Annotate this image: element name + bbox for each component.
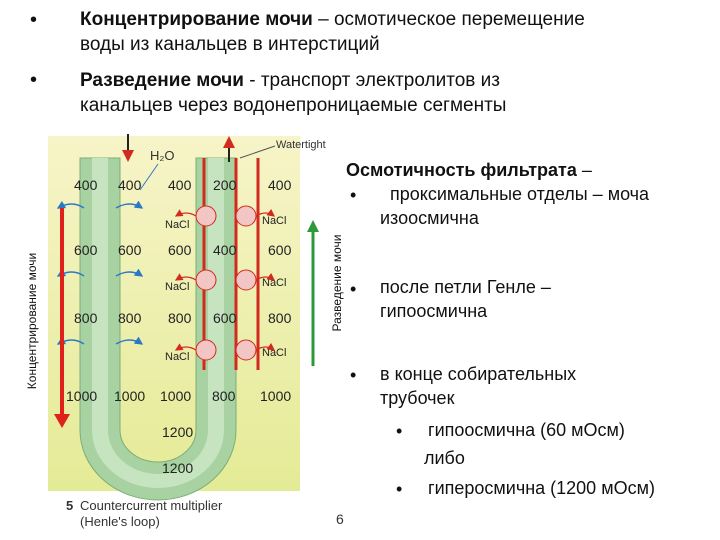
bullet-dot: • [350,279,357,299]
dilution-arrow-head [307,220,319,232]
nacl-arrow [174,209,197,217]
value-row-1: 400 400 400 200 400 [74,177,292,193]
water-arrow [115,336,144,345]
value-cell: 800 [118,310,142,326]
value-cell: 200 [213,177,237,193]
nacl-label: NaCl [165,351,189,363]
value-cell: 800 [74,310,98,326]
value-cell: 800 [212,388,236,404]
bullet-1-text: – осмотическое перемещение [312,9,585,30]
sub-connector: либо [424,448,465,468]
term-concentration: Концентрирование мочи [80,9,313,30]
value-cell: 600 [213,310,237,326]
nacl-pump [195,269,217,291]
nacl-arrow [255,272,276,281]
value-cell: 400 [168,177,192,193]
item-3-line-1: в конце собирательных [380,364,577,384]
item-1-line-2: изоосмична [380,208,479,228]
item-2-line-1: после петли Генле – [380,277,551,297]
bullet-2-text-2: канальцев через водонепроницаемые сегмен… [80,95,507,116]
bullet-dot: • [30,9,38,31]
sub-item-2: гиперосмична (1200 мОсм) [428,478,655,498]
nacl-label: NaCl [165,281,189,293]
nacl-label: NaCl [262,277,286,289]
nacl-arrow [255,342,276,351]
h2o-label: H₂O [150,148,175,163]
caption-number: 5 [66,498,73,513]
watertight-label: Watertight [276,139,326,151]
bullet-dot: • [350,185,357,205]
value-row-4: 1000 1000 1000 800 1000 [66,388,291,404]
right-item-2: после петли Генле – гипоосмична [380,275,716,323]
bullet-dot: • [350,365,357,385]
nacl-pump [195,339,217,361]
header-bullet-2: Разведение мочи - транспорт электролитов… [80,68,710,118]
value-cell: 1000 [260,388,291,404]
caption-line-1: Countercurrent multiplier [80,498,223,513]
value-cell: 600 [268,242,292,258]
right-item-1: проксимальные отделы – моча изоосмична [380,182,716,230]
value-row-2: 600 600 600 400 600 [74,242,292,258]
h2o-pointer [139,163,159,191]
value-cell: 600 [74,242,98,258]
water-arrow [115,200,144,209]
bottom-value: 1200 [162,460,193,476]
value-cell: 600 [168,242,192,258]
water-arrow [115,268,144,277]
bullet-dot: • [396,479,403,499]
value-cell: 1000 [160,388,191,404]
item-3-line-2: трубочек [380,388,455,408]
bullet-dot: • [30,69,38,91]
nacl-label: NaCl [262,215,286,227]
header-bullet-1: Концентрирование мочи – осмотическое пер… [80,7,700,57]
value-cell: 1000 [114,388,145,404]
value-cell: 800 [168,310,192,326]
countercurrent-diagram: H₂O Watertight 400 400 400 200 400 600 6… [48,134,344,529]
value-cell: 400 [74,177,98,193]
page-number: 6 [336,511,344,527]
nacl-label: NaCl [165,219,189,231]
nacl-arrow [174,273,197,281]
value-cell: 400 [268,177,292,193]
osmolality-title-suffix: – [576,160,592,180]
watertight-pointer [239,145,276,159]
henle-loop-outer [79,157,237,501]
water-arrow [56,200,85,209]
value-row-3: 800 800 800 600 800 [74,310,292,326]
osmolality-title-text: Осмотичность фильтрата [346,160,577,180]
sub-item-1: гипоосмична (60 мОсм) [428,420,625,440]
nacl-pump [235,269,257,291]
bottom-value: 1200 [162,424,193,440]
bullet-2-text: - транспорт электролитов из [243,70,500,91]
caption-line-2: (Henle's loop) [80,514,160,529]
bullet-1-text-2: воды из канальцев в интерстиций [80,34,380,55]
nacl-pump [235,339,257,361]
concentration-arrow-head [54,414,70,428]
value-cell: 600 [118,242,142,258]
nacl-arrow [174,343,197,351]
nacl-pump [195,205,217,227]
value-cell: 400 [213,242,237,258]
bullet-dot: • [396,421,403,441]
item-1-line-1: проксимальные отделы – моча [390,184,650,204]
nacl-label: NaCl [262,347,286,359]
value-cell: 800 [268,310,292,326]
item-2-line-2: гипоосмична [380,301,488,321]
term-dilution: Разведение мочи [80,70,244,91]
osmolality-title: Осмотичность фильтрата – [346,158,716,182]
value-cell: 400 [118,177,142,193]
right-item-3: в конце собирательных трубочек [380,362,716,410]
henle-loop-lumen [92,158,224,488]
right-panel: Осмотичность фильтрата – [346,158,716,182]
nacl-arrow [255,208,276,217]
nacl-pump [235,205,257,227]
value-cell: 1000 [66,388,97,404]
